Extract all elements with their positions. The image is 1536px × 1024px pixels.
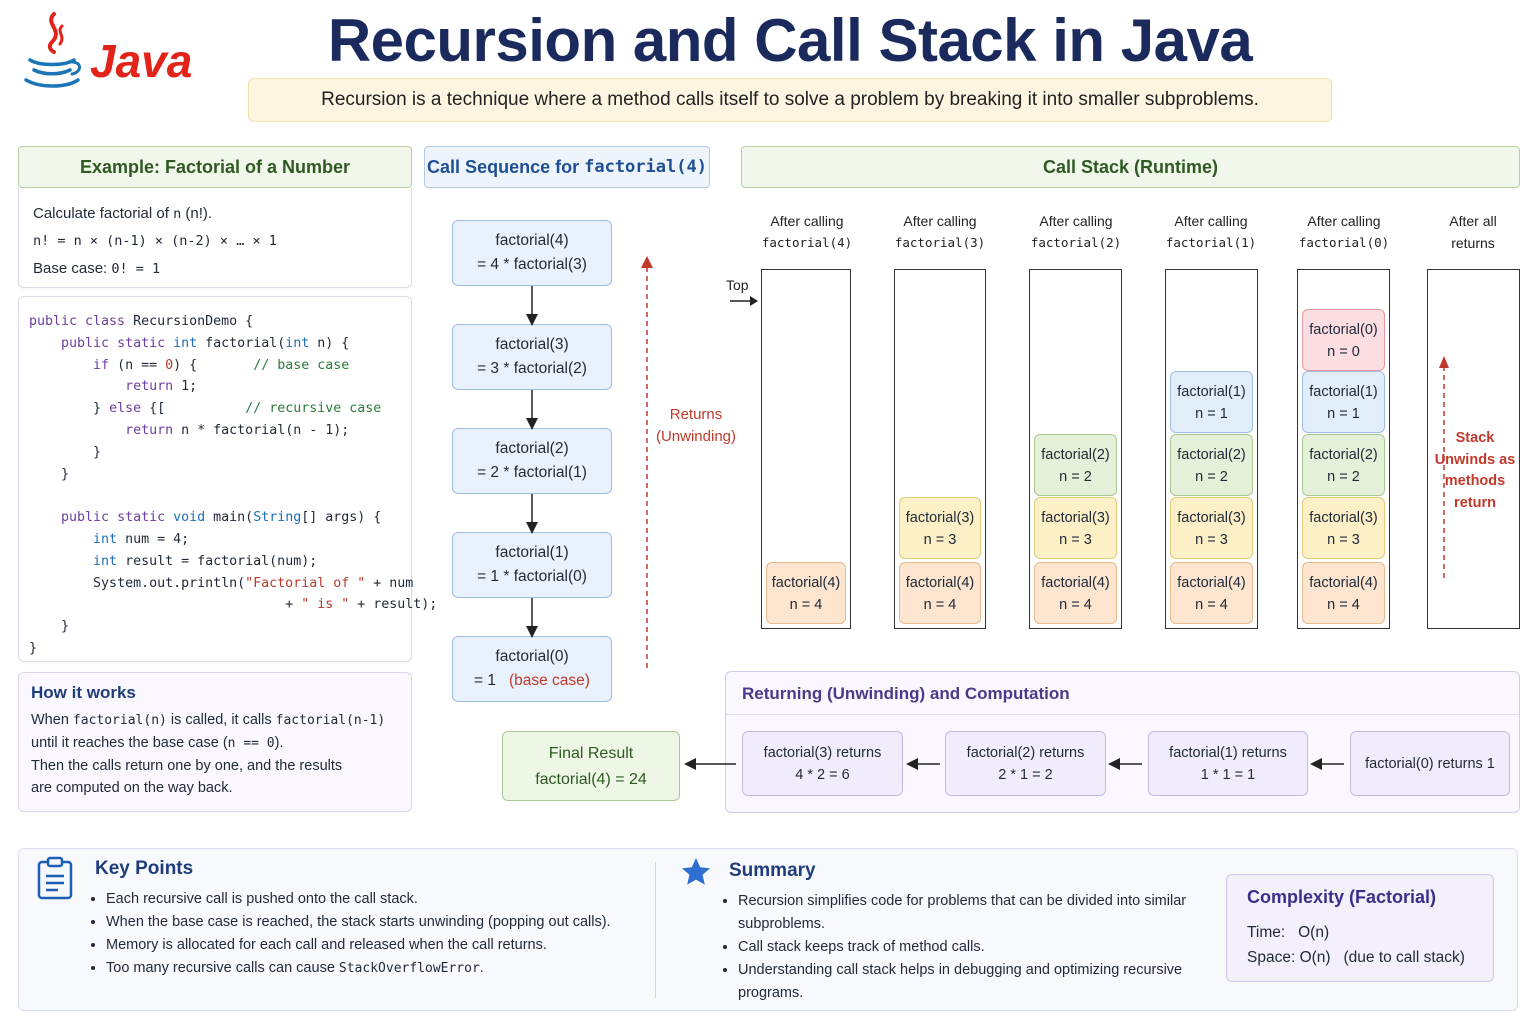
- stack-frame: factorial(4)n = 4: [766, 562, 846, 624]
- stack-frame: factorial(3)n = 3: [899, 497, 981, 559]
- code-listing: public class RecursionDemo { public stat…: [29, 314, 438, 656]
- stack-column-6: [1427, 269, 1520, 629]
- sequence-box-1: factorial(4)= 4 * factorial(3): [452, 220, 612, 286]
- list-item: Each recursive call is pushed onto the c…: [106, 888, 648, 911]
- stack-frame: factorial(1)n = 1: [1302, 371, 1385, 433]
- how-it-works-card: How it works When factorial(n) is called…: [18, 672, 412, 812]
- return-arrows: [684, 758, 1344, 770]
- stack-frame: factorial(2)n = 2: [1170, 434, 1253, 496]
- page-title: Recursion and Call Stack in Java: [327, 7, 1253, 74]
- stack-column-5: factorial(4)n = 4 factorial(3)n = 3 fact…: [1297, 269, 1390, 629]
- stack-frame: factorial(0)n = 0: [1302, 309, 1385, 371]
- list-item: Memory is allocated for each call and re…: [106, 934, 648, 957]
- stack-title: Call Stack (Runtime): [741, 146, 1520, 188]
- stack-frame: factorial(2)n = 2: [1302, 434, 1385, 496]
- stack-frame: factorial(4)n = 4: [1170, 562, 1253, 624]
- java-cup-icon: [24, 12, 81, 88]
- final-result-label: Final Result: [548, 745, 634, 762]
- bottom-divider: [655, 862, 656, 998]
- returning-title: Returning (Unwinding) and Computation: [742, 684, 1070, 703]
- how-line-2: until it reaches the base case (n == 0).: [31, 735, 284, 751]
- how-line-1: When factorial(n) is called, it calls fa…: [31, 712, 386, 728]
- java-wordmark: Java: [90, 35, 193, 87]
- complexity-time: Time: O(n): [1247, 924, 1330, 941]
- example-line-1: Calculate factorial of n (n!).: [33, 205, 213, 222]
- stack-column-2: factorial(4)n = 4 factorial(3)n = 3: [894, 269, 986, 629]
- list-item: Call stack keeps track of method calls.: [738, 936, 1206, 959]
- star-icon: [682, 858, 710, 885]
- how-line-4: are computed on the way back.: [31, 780, 233, 796]
- stack-column-4: factorial(4)n = 4 factorial(3)n = 3 fact…: [1165, 269, 1258, 629]
- top-label: Top: [726, 277, 749, 293]
- list-item: When the base case is reached, the stack…: [106, 911, 648, 934]
- sequence-box-3: factorial(2)= 2 * factorial(1): [452, 428, 612, 494]
- final-result-box: Final Result factorial(4) = 24: [502, 731, 680, 801]
- code-block: public class RecursionDemo { public stat…: [18, 296, 438, 662]
- stack-column-1: factorial(4)n = 4: [761, 269, 851, 629]
- example-title: Example: Factorial of a Number: [18, 146, 412, 188]
- page-subtitle: Recursion is a technique where a method …: [248, 78, 1332, 122]
- example-line-3: Base case: 0! = 1: [33, 260, 161, 277]
- sequence-box-2: factorial(3)= 3 * factorial(2): [452, 324, 612, 390]
- list-item: Understanding call stack helps in debugg…: [738, 959, 1206, 1005]
- return-box-4: factorial(0) returns 1: [1350, 731, 1510, 796]
- complexity-title: Complexity (Factorial): [1247, 887, 1437, 907]
- summary-title: Summary: [729, 860, 816, 881]
- clipboard-icon: [37, 856, 73, 900]
- complexity-space: Space: O(n) (due to call stack): [1247, 949, 1465, 966]
- key-points-title: Key Points: [95, 858, 194, 879]
- sequence-box-5: factorial(0)= 1 (base case): [452, 636, 612, 702]
- final-result-value: factorial(4) = 24: [535, 771, 647, 788]
- stack-frame: factorial(4)n = 4: [899, 562, 981, 624]
- stack-column-3: factorial(4)n = 4 factorial(3)n = 3 fact…: [1029, 269, 1122, 629]
- unwind-arrow: [1439, 356, 1449, 578]
- summary-list: Recursion simplifies code for problems t…: [720, 890, 1206, 1005]
- stack-frame: factorial(3)n = 3: [1302, 497, 1385, 559]
- how-it-works-title: How it works: [31, 683, 136, 702]
- complexity-card: Complexity (Factorial) Time: O(n) Space:…: [1226, 874, 1494, 982]
- list-item: Recursion simplifies code for problems t…: [738, 890, 1206, 936]
- stack-frame: factorial(1)n = 1: [1170, 371, 1253, 433]
- stack-frame: factorial(3)n = 3: [1034, 497, 1117, 559]
- sequence-arrows: [526, 256, 653, 668]
- stack-frame: factorial(2)n = 2: [1034, 434, 1117, 496]
- java-logo: Java: [20, 8, 193, 100]
- key-points-list: Each recursive call is pushed onto the c…: [88, 888, 648, 980]
- stack-frame: factorial(4)n = 4: [1302, 562, 1385, 624]
- list-item: Too many recursive calls can cause Stack…: [106, 957, 648, 980]
- top-arrow-icon: [730, 296, 758, 306]
- stack-frame: factorial(4)n = 4: [1034, 562, 1117, 624]
- example-line-2: n! = n × (n-1) × (n-2) × … × 1: [33, 233, 277, 249]
- sequence-title: Call Sequence for factorial(4): [424, 146, 710, 188]
- stack-frame: factorial(3)n = 3: [1170, 497, 1253, 559]
- returns-label: Returns(Unwinding): [655, 406, 737, 445]
- example-card: Calculate factorial of n (n!). n! = n × …: [18, 188, 412, 288]
- how-line-3: Then the calls return one by one, and th…: [31, 758, 343, 774]
